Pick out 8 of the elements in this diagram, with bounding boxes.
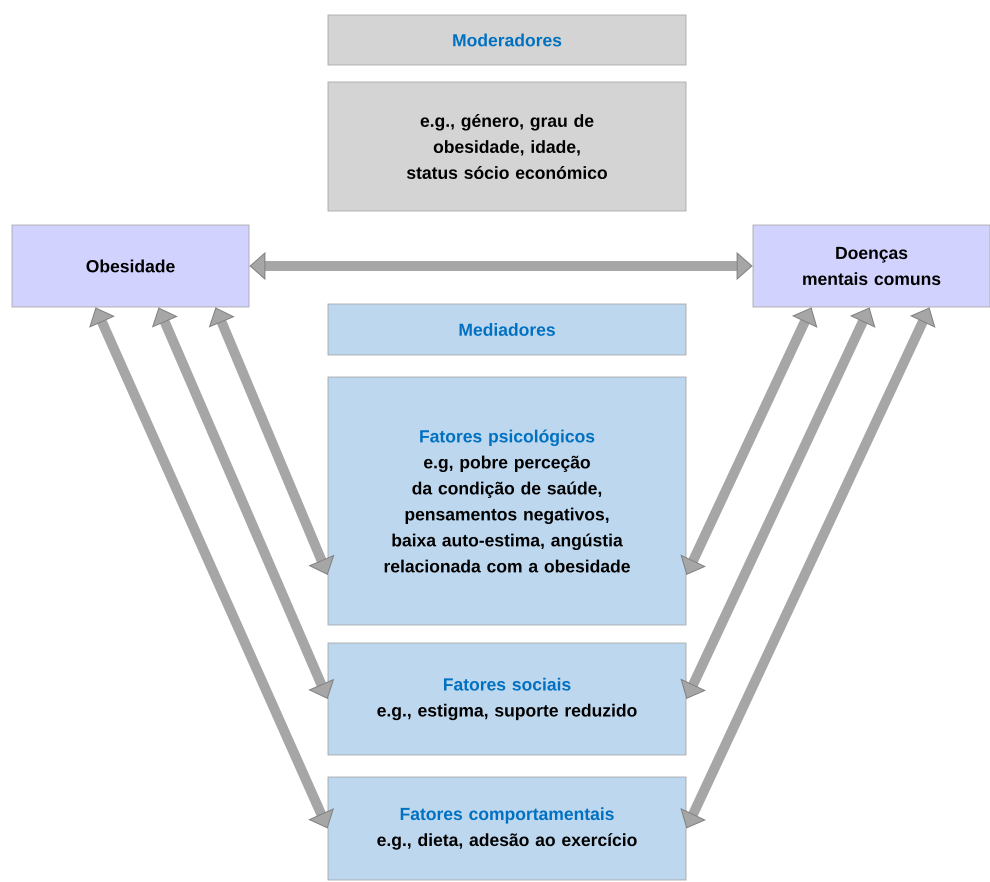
- concept-box: Doenças mentais comuns: [752, 224, 990, 308]
- heading-box: Moderadores: [328, 14, 686, 66]
- heading-box: Mediadores: [328, 304, 686, 356]
- concept-box: Obesidade: [12, 224, 250, 308]
- moderator-box: e.g., género, grau de obesidade, idade, status sócio económico: [328, 82, 686, 212]
- mediator-box: Fatores psicológicos e.g, pobre perceção da condição de saúde, pensamentos negativos, baixa auto-estima, angústia relacionada com a obesidade: [328, 376, 686, 626]
- mediator-box: Fatores comportamentais e.g., dieta, adesão ao exercício: [328, 776, 686, 880]
- mediator-box: Fatores sociais e.g., estigma, suporte reduzido: [328, 642, 686, 756]
